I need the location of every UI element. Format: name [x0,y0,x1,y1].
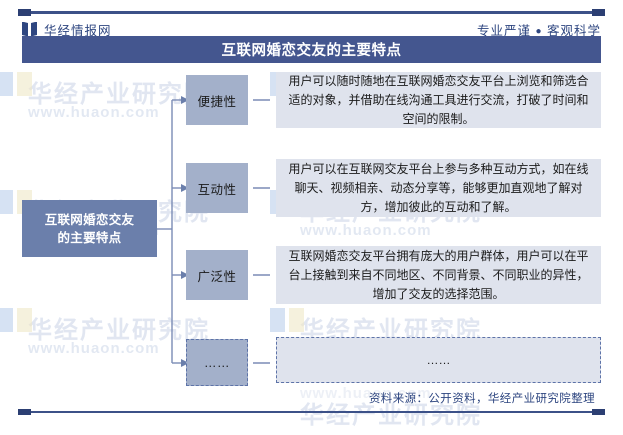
page-header: 华经情报网 专业严谨 ● 客观科学 [22,16,601,42]
tagline: 专业严谨 ● 客观科学 [477,20,601,39]
diagram-canvas: 互联网婚恋交友 的主要特点 便捷性 用户可以随时随地在互联网婚恋交友平台上浏览和… [0,63,623,393]
page-title: 互联网婚恋交友的主要特点 [22,36,601,63]
open-book-icon [22,21,37,37]
tagline-left: 专业严谨 [476,23,531,38]
source-note: 资料来源：公开资料，华经产业研究院整理 [368,393,595,405]
row-label-4-text: …… [204,355,230,370]
row-desc-2: 用户可以在互联网交友平台上参与多种互动方式，如在线聊天、视频相亲、动态分享等，能… [276,159,601,217]
row-desc-4-text: …… [426,352,451,367]
row-label-4[interactable]: …… [186,339,248,386]
connector-lines [157,96,270,367]
root-node-line1: 互联网婚恋交友 [44,212,135,227]
brand: 华经情报网 [22,20,112,39]
root-node-line2: 的主要特点 [57,230,122,245]
diagram-row: …… [186,339,248,386]
diagram-row: 互动性 [186,163,248,213]
row-desc-3: 互联网婚恋交友平台拥有庞大的用户群体，用户可以在平台上接触到来自不同地区、不同背… [276,246,601,304]
footer-accent-rule [18,409,605,415]
row-label-2[interactable]: 互动性 [186,163,248,213]
page-title-text: 互联网婚恋交友的主要特点 [221,43,402,59]
brand-name: 华经情报网 [44,23,112,38]
top-accent-rule [18,9,605,16]
row-label-3[interactable]: 广泛性 [186,250,248,300]
diagram-row: 广泛性 [186,250,248,300]
row-desc-4: …… [276,337,601,383]
tagline-separator-icon: ● [535,25,543,37]
row-label-1[interactable]: 便捷性 [186,75,248,125]
row-desc-1: 用户可以随时随地在互联网婚恋交友平台上浏览和筛选合适的对象，并借助在线沟通工具进… [276,72,601,128]
page-footer: 资料来源：公开资料，华经产业研究院整理 [18,385,605,415]
root-node: 互联网婚恋交友 的主要特点 [22,200,157,257]
tagline-right: 客观科学 [546,23,601,38]
diagram-row: 便捷性 [186,75,248,125]
